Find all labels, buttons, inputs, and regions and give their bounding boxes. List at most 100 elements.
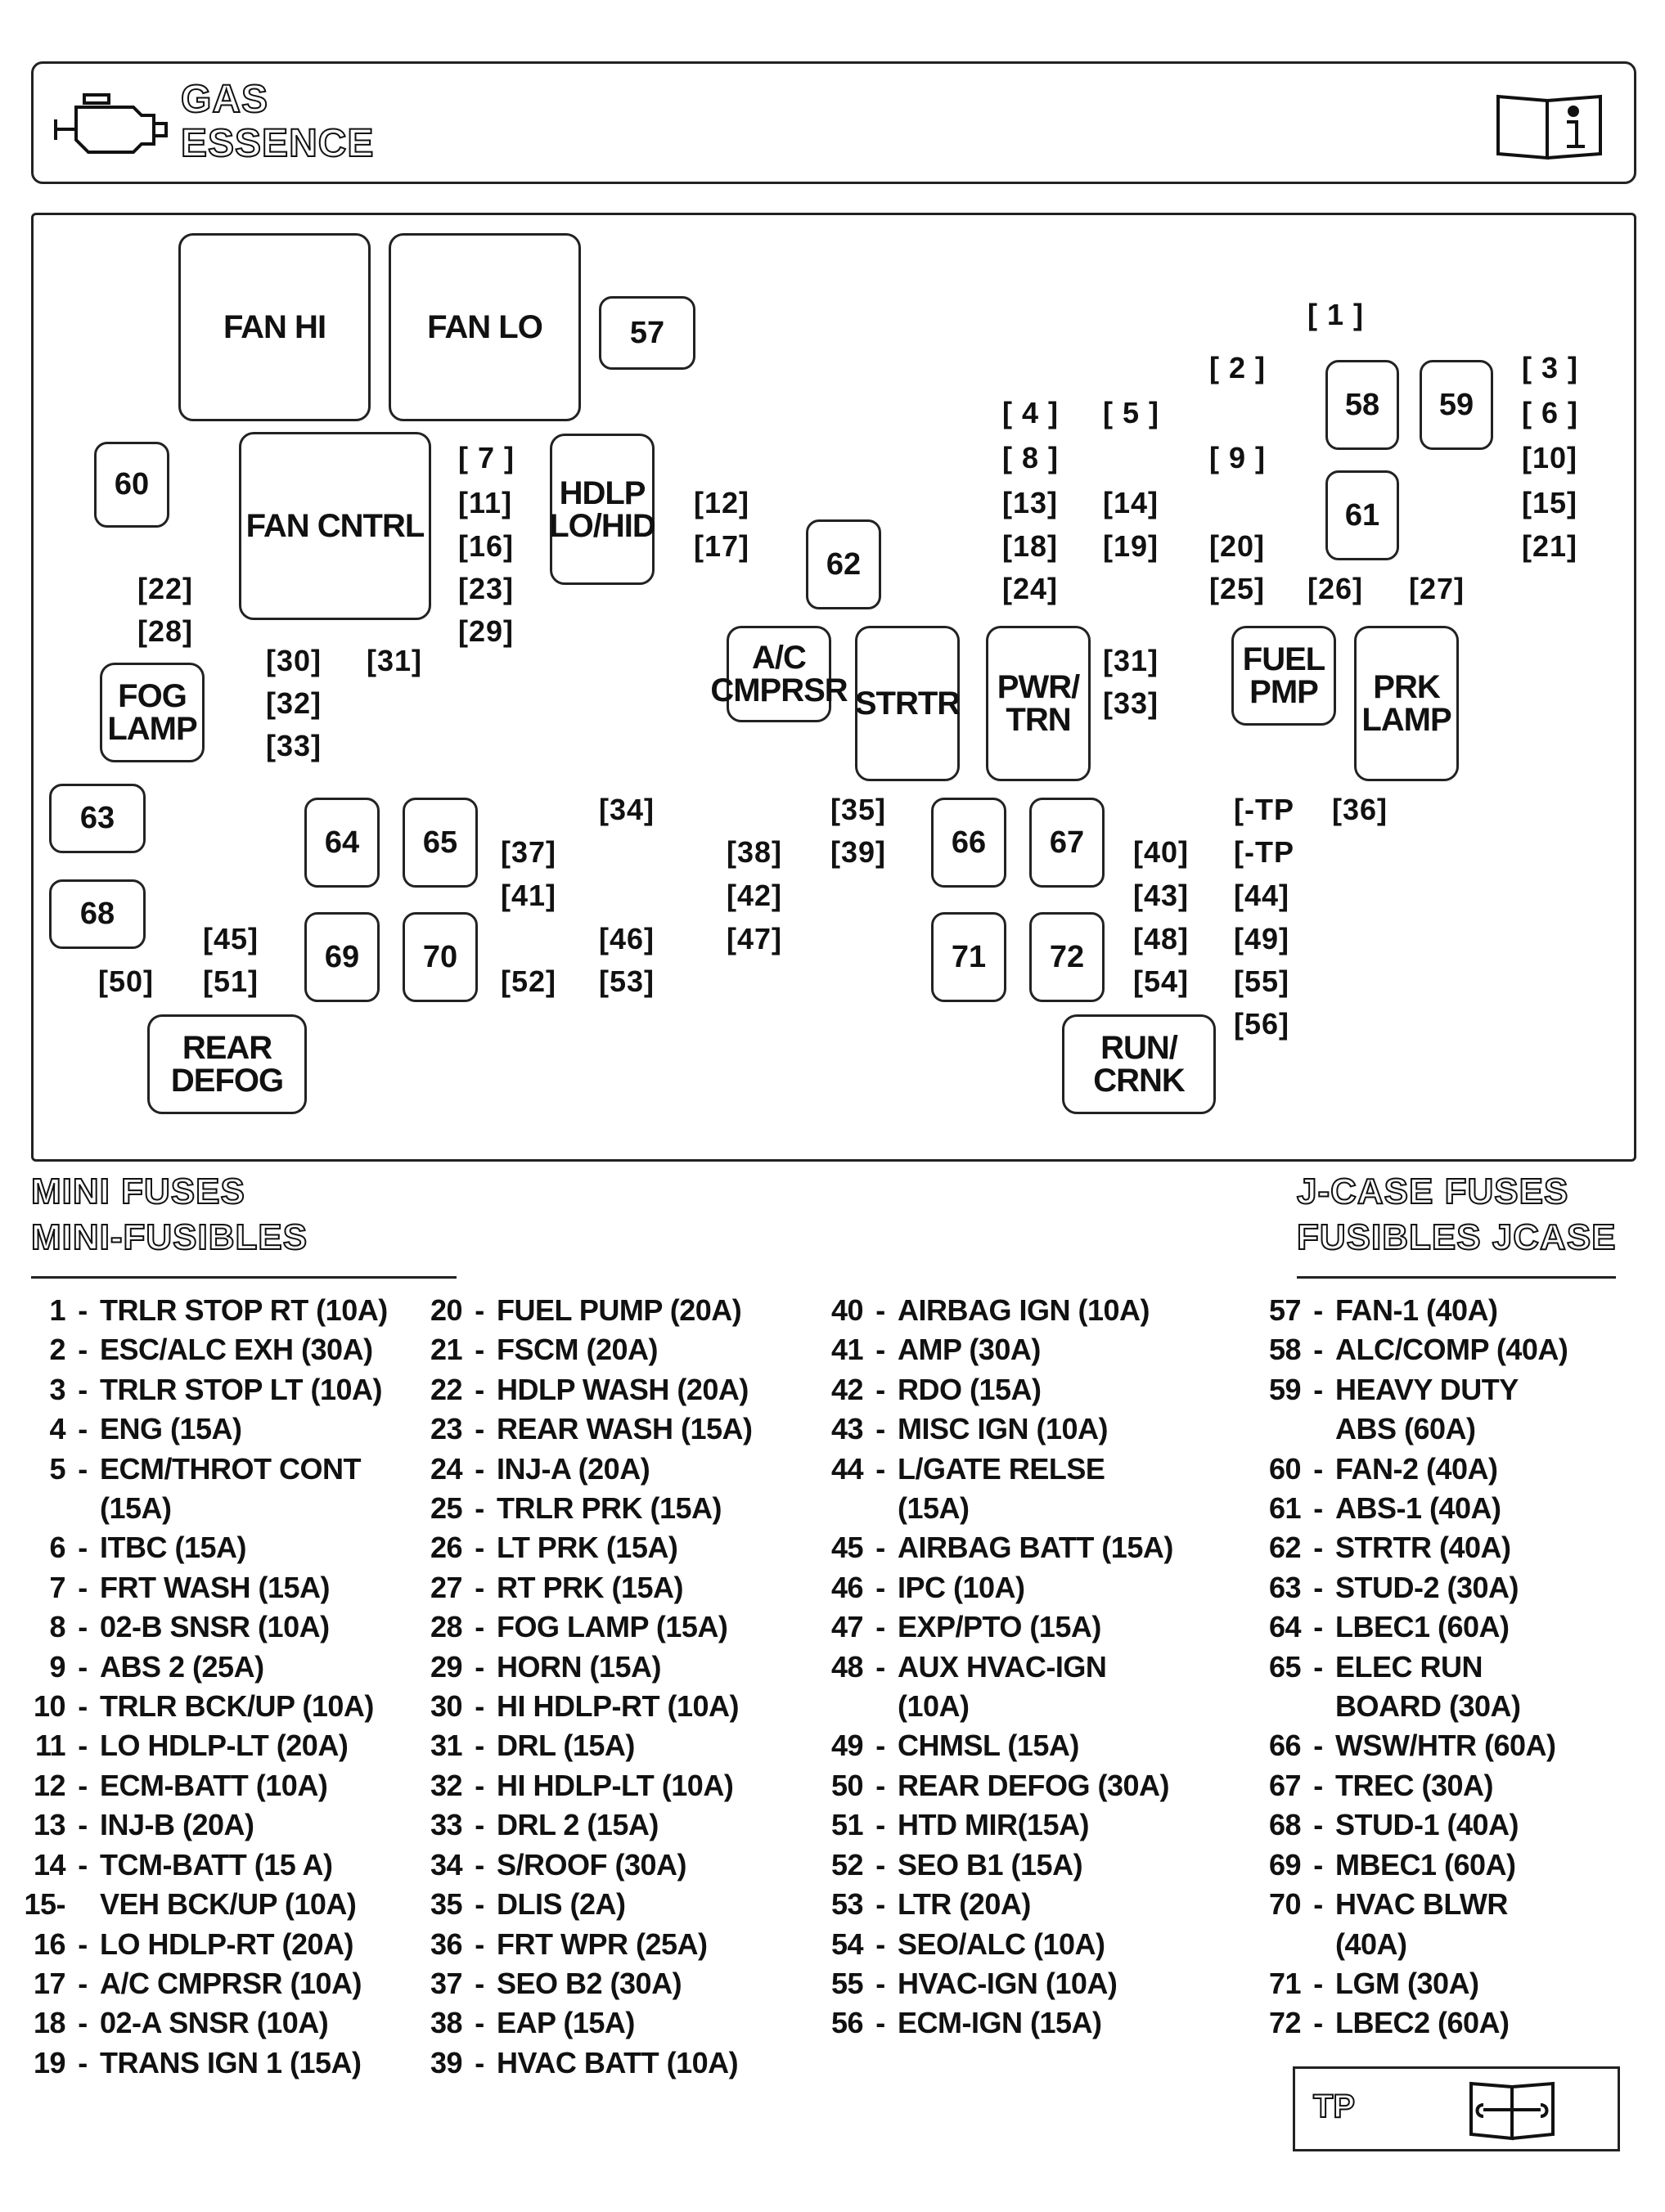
- legend-entry-number: 66: [1268, 1729, 1302, 1763]
- legend-entry-text: (40A): [1335, 1927, 1407, 1961]
- mini-fuse-9: [ 9 ]: [1209, 441, 1267, 474]
- legend-entry: (15A): [798, 1489, 1173, 1528]
- relay-fan-lo: FAN LO: [389, 233, 581, 421]
- legend-entry-number: 49: [830, 1729, 864, 1763]
- legend-entry-number: 71: [1268, 1966, 1302, 2000]
- legend-entry-number: 38: [430, 2006, 463, 2040]
- legend-entry-text: SEO B2 (30A): [497, 1966, 682, 2000]
- legend-entry: (15A): [0, 1489, 388, 1528]
- mini-fuse-39: [39]: [830, 835, 887, 869]
- legend-entry-text: CHMSL (15A): [898, 1729, 1079, 1763]
- mini-fuse-28: [28]: [137, 614, 194, 648]
- legend-entry-text: (15A): [898, 1491, 970, 1526]
- header-title-fr: ESSENCE: [180, 122, 375, 166]
- legend-entry-text: SEO/ALC (10A): [898, 1927, 1105, 1961]
- legend-entry-text: RDO (15A): [898, 1372, 1042, 1406]
- legend-entry-number: 15-: [24, 1887, 65, 1922]
- legend-entry-number: 32: [430, 1768, 463, 1802]
- legend-entry-number: 36: [430, 1927, 463, 1961]
- legend-entry-text: ECM-IGN (15A): [898, 2006, 1102, 2040]
- legend-entry-text: FAN-2 (40A): [1335, 1451, 1498, 1486]
- legend-entry-dash: -: [1313, 1847, 1323, 1882]
- legend-entry-number: 72: [1268, 2006, 1302, 2040]
- mini-fuse-55: [55]: [1234, 964, 1290, 998]
- legend-entry-dash: -: [78, 1412, 88, 1446]
- legend-entry-number: 63: [1268, 1570, 1302, 1604]
- legend-entry-text: FAN-1 (40A): [1335, 1293, 1498, 1327]
- jcase-fuse-59: 59: [1420, 360, 1493, 450]
- mini-fuse-51: [51]: [203, 964, 259, 998]
- mini-fuse-29: [29]: [458, 614, 515, 648]
- legend-entry-text: AIRBAG IGN (10A): [898, 1293, 1150, 1327]
- legend-entry-dash: -: [78, 1333, 88, 1367]
- legend-entry-dash: -: [875, 1808, 885, 1842]
- legend-entry: 67-TREC (30A): [1235, 1766, 1568, 1805]
- mini-fuse-number: 43: [1144, 879, 1179, 912]
- legend-entry: 12-ECM-BATT (10A): [0, 1766, 388, 1805]
- mini-fuse-50: [50]: [98, 964, 155, 998]
- legend-entry: 57-FAN-1 (40A): [1235, 1291, 1568, 1330]
- legend-entry-dash: -: [475, 1966, 484, 2000]
- legend-entry-number: 55: [830, 1966, 864, 2000]
- mini-fuse-number: 18: [1013, 529, 1048, 563]
- mini-fuse-number: 5: [1123, 396, 1141, 429]
- mini-fuse-42: [42]: [727, 879, 783, 912]
- legend-entry-text: SEO B1 (15A): [898, 1847, 1083, 1882]
- legend-entry: ABS (60A): [1235, 1409, 1568, 1449]
- legend-entry-number: 5: [49, 1451, 65, 1486]
- legend-entry: 36-FRT WPR (25A): [397, 1925, 753, 1964]
- legend-entry-dash: -: [875, 1847, 885, 1882]
- relay-rear-defog: REAR DEFOG: [147, 1014, 307, 1114]
- mini-fuse-number: 3: [1541, 351, 1559, 384]
- legend-entry-text: LTR (20A): [898, 1887, 1031, 1922]
- mini-fuse-48: [48]: [1133, 922, 1190, 955]
- mini-fuse-11: [11]: [458, 486, 513, 519]
- legend-entry-dash: -: [78, 1649, 88, 1684]
- legend-entry-text: 02-B SNSR (10A): [100, 1610, 330, 1644]
- legend-entry: 24-INJ-A (20A): [397, 1450, 753, 1489]
- legend-entry-number: 58: [1268, 1333, 1302, 1367]
- legend-column-1: 1-TRLR STOP RT (10A)2-ESC/ALC EXH (30A)3…: [0, 1291, 388, 2083]
- legend-entry-text: FUEL PUMP (20A): [497, 1293, 742, 1327]
- legend-entry-dash: -: [1313, 1491, 1323, 1526]
- legend-entry-text: ALC/COMP (40A): [1335, 1333, 1568, 1367]
- legend-entry: 30-HI HDLP-RT (10A): [397, 1687, 753, 1726]
- legend-entry-dash: -: [875, 1729, 885, 1763]
- legend-entry-text: (10A): [898, 1689, 970, 1724]
- mini-fuse-44: [44]: [1234, 879, 1290, 912]
- legend-entry-text: WSW/HTR (60A): [1335, 1729, 1556, 1763]
- legend-entry-text: ECM-BATT (10A): [100, 1768, 328, 1802]
- legend-entry: 26-LT PRK (15A): [397, 1528, 753, 1567]
- jcase-fuse-62: 62: [806, 519, 881, 609]
- legend-entry-number: 22: [430, 1372, 463, 1406]
- legend-entry-text: TREC (30A): [1335, 1768, 1494, 1802]
- mini-fuse-number: 2: [1229, 351, 1247, 384]
- legend-entry: 54-SEO/ALC (10A): [798, 1925, 1173, 1964]
- legend-entry-dash: -: [475, 1808, 484, 1842]
- legend-entry-dash: -: [1313, 1333, 1323, 1367]
- mini-fuse-number: 1: [1327, 298, 1345, 331]
- legend-entry-dash: -: [875, 1293, 885, 1327]
- legend-entry: 35-DLIS (2A): [397, 1885, 753, 1924]
- legend-entry-dash: -: [78, 1531, 88, 1565]
- jcase-fuses-title-fr: FUSIBLES JCASE: [1296, 1216, 1617, 1258]
- legend-entry-number: 65: [1268, 1649, 1302, 1684]
- mini-fuse-number: 4: [1022, 396, 1040, 429]
- legend-entry-text: TRLR BCK/UP (10A): [100, 1689, 374, 1724]
- mini-fuse-12: [12]: [694, 486, 750, 519]
- divider-mini: [31, 1276, 457, 1279]
- legend-entry: 58-ALC/COMP (40A): [1235, 1330, 1568, 1369]
- legend-entry: 14-TCM-BATT (15 A): [0, 1846, 388, 1885]
- relay-run-crnk: RUN/ CRNK: [1062, 1014, 1216, 1114]
- legend-entry-dash: -: [78, 1372, 88, 1406]
- legend-entry-dash: -: [475, 1847, 484, 1882]
- mini-fuse-number: 26: [1318, 572, 1353, 605]
- legend-entry-dash: -: [475, 1451, 484, 1486]
- mini-fuse-35: [35]: [830, 793, 887, 826]
- mini-fuse-number: 17: [704, 529, 740, 563]
- legend-entry-number: 41: [830, 1333, 864, 1367]
- tp-label: TP: [1312, 2088, 1356, 2125]
- legend-entry-text: STRTR (40A): [1335, 1531, 1511, 1565]
- legend-entry-text: DRL 2 (15A): [497, 1808, 659, 1842]
- mini-fuse-number: 31: [377, 644, 412, 677]
